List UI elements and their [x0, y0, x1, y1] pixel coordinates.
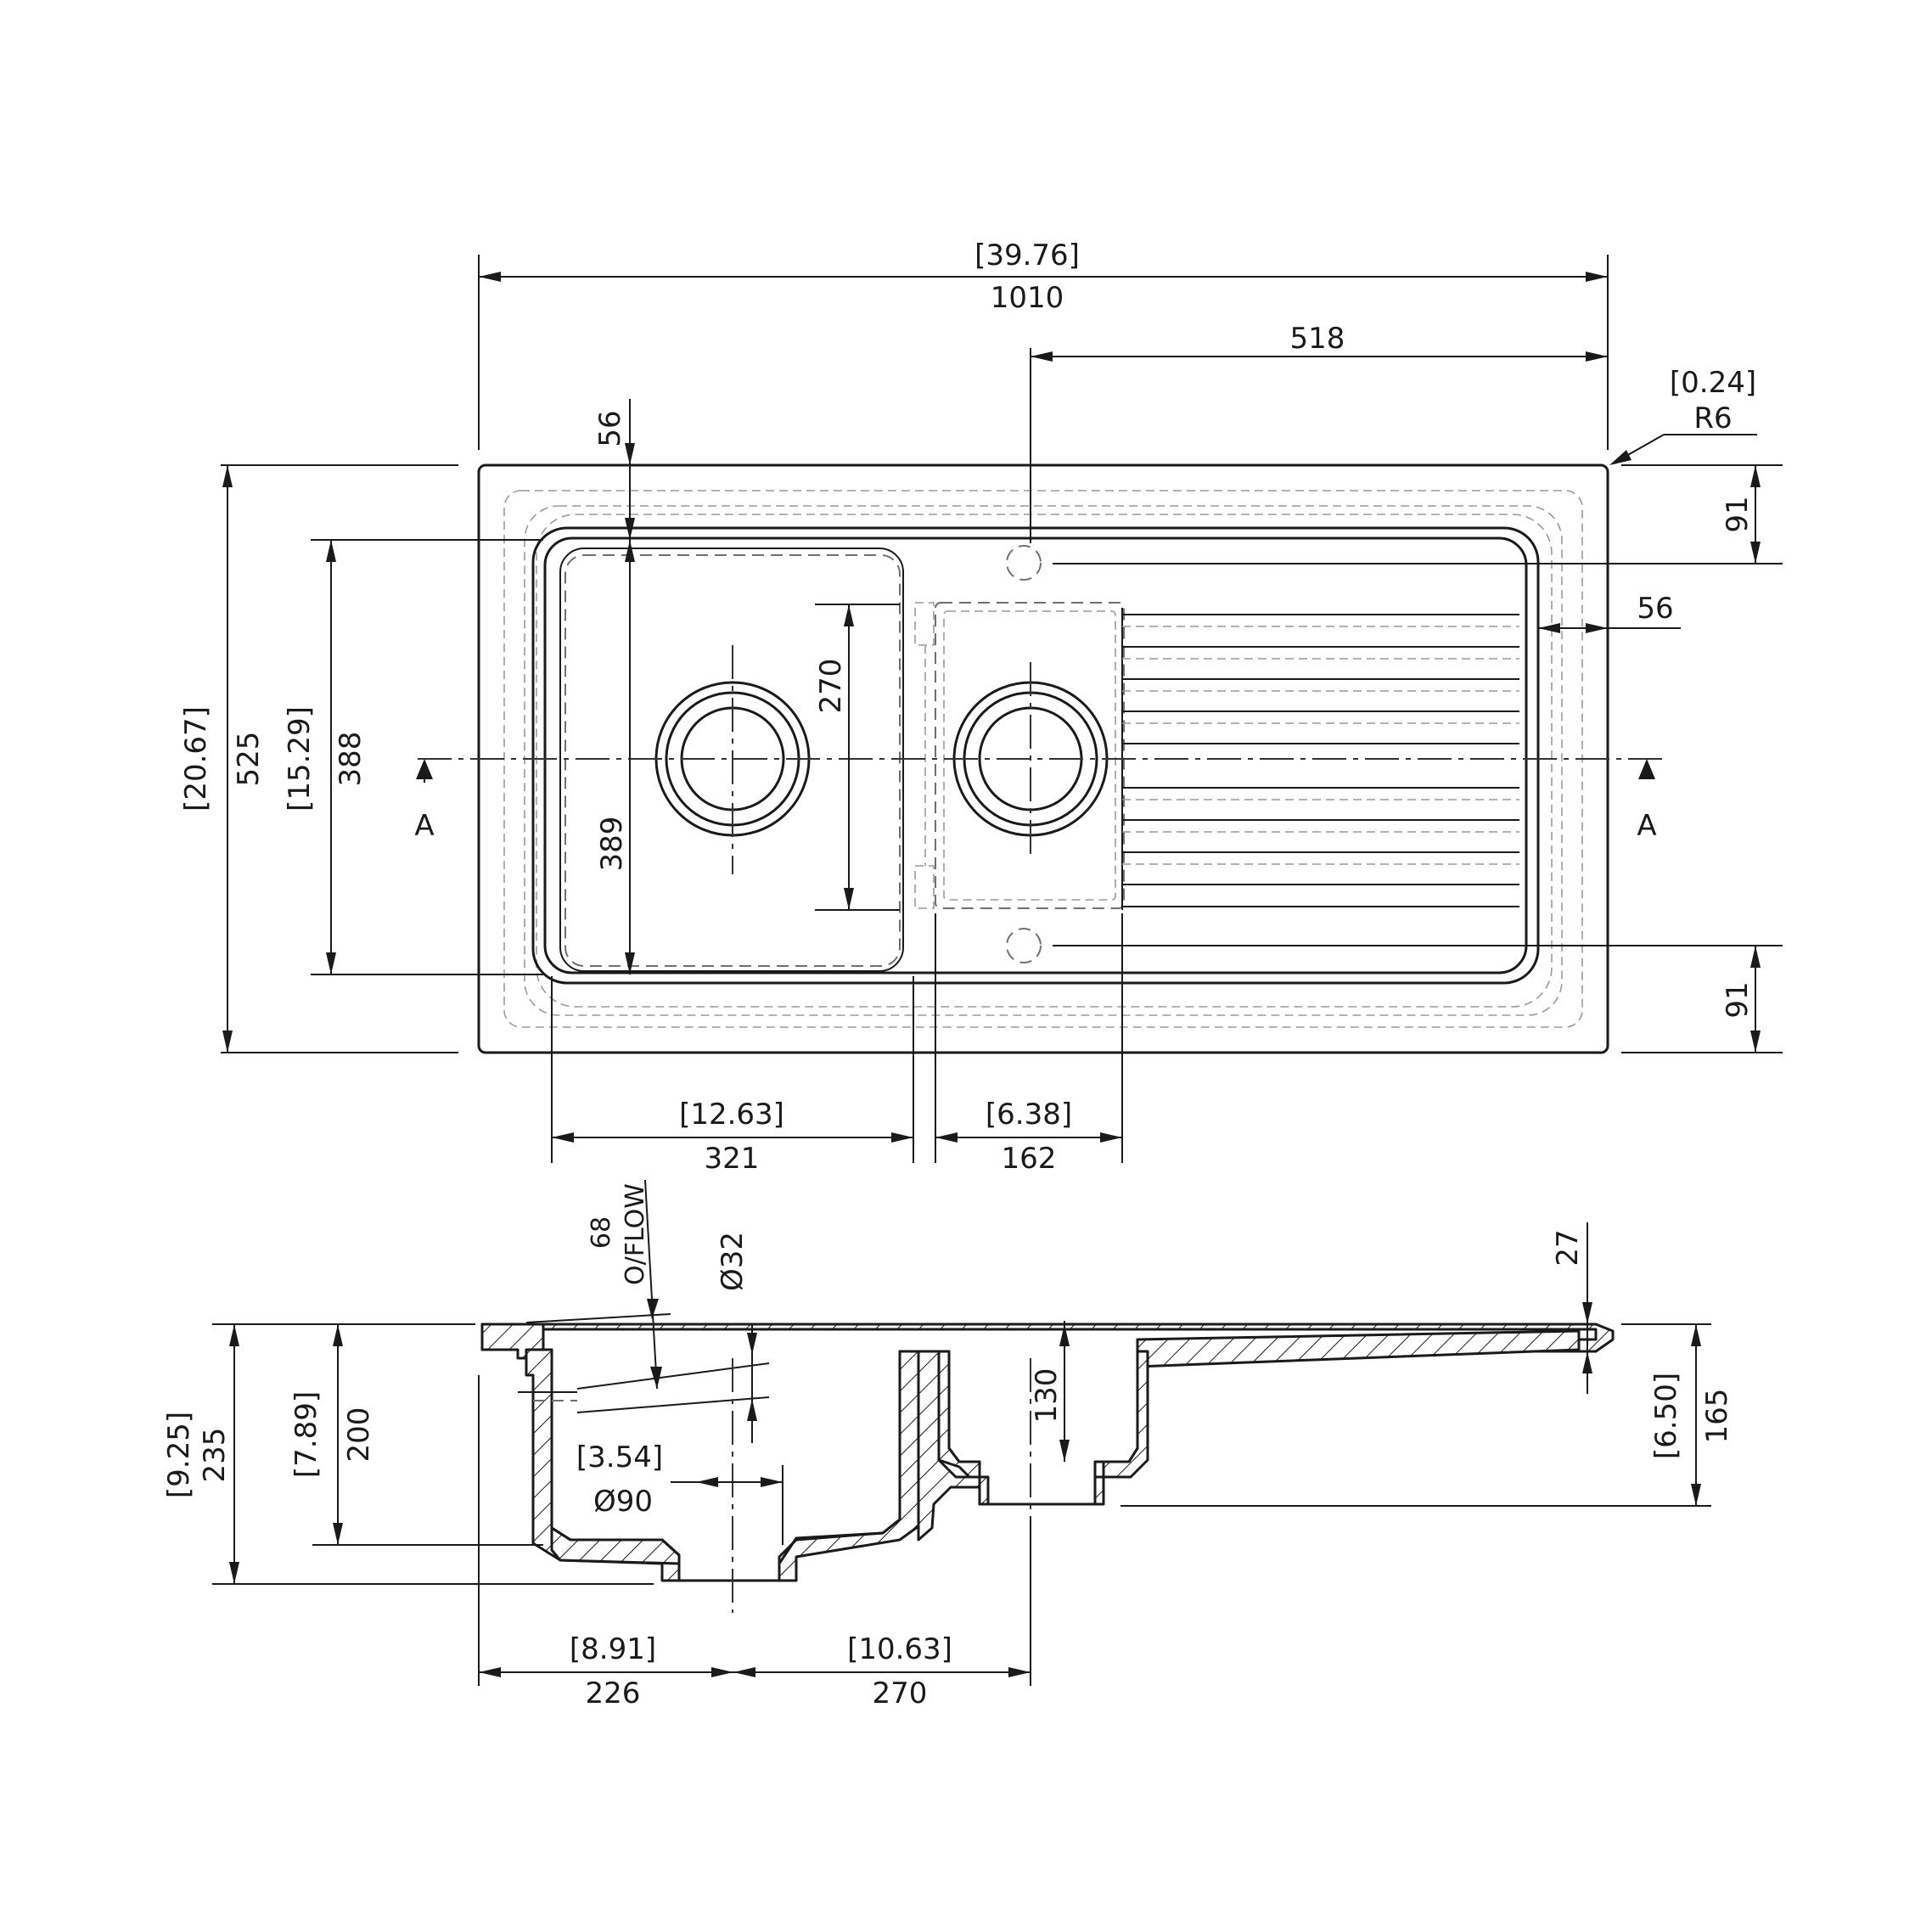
tap-hole-top-icon — [1006, 545, 1042, 581]
drain-diameter-in: [3.54] — [576, 1441, 663, 1474]
overall-depth-mm: 525 — [232, 732, 266, 787]
overall-width-in: [39.76] — [974, 239, 1080, 272]
small-bowl-height-mm: 270 — [814, 659, 848, 714]
half-bowl-depth-mm: 130 — [1030, 1368, 1064, 1424]
bowl-width-in: [12.63] — [679, 1098, 784, 1132]
total-height-mm: 235 — [198, 1428, 232, 1483]
overall-width-mm: 1010 — [991, 281, 1064, 315]
drainer-rise-mm: 27 — [1551, 1229, 1585, 1266]
top-margin-mm: 56 — [593, 410, 627, 446]
half-bowl-width-mm: 162 — [1002, 1142, 1057, 1176]
left-offset-in: [8.91] — [570, 1632, 656, 1666]
corner-radius-mm: R6 — [1693, 402, 1732, 435]
inner-recess — [531, 526, 1540, 985]
drain-offset-mm: 518 — [1290, 322, 1345, 356]
rim-bottom-mm: 91 — [1721, 981, 1755, 1018]
tap-hole-diameter: Ø32 — [716, 1232, 750, 1291]
overall-depth-in: [20.67] — [179, 706, 213, 812]
section-mark-right: A — [1637, 809, 1656, 843]
tap-hole-bottom-icon — [1006, 928, 1042, 963]
plan-view: [39.76] 1010 518 [0.24] R6 56 91 91 56 — [179, 239, 1783, 1176]
corner-radius-in: [0.24] — [1670, 366, 1756, 400]
section-mark-left: A — [414, 809, 434, 843]
left-offset-mm: 226 — [586, 1676, 641, 1710]
half-bowl-outline — [935, 602, 1125, 909]
bowl-inner-mm: 389 — [595, 817, 629, 872]
drainer-grooves — [1121, 608, 1519, 910]
right-height-mm: 165 — [1700, 1389, 1734, 1444]
bowl-depth-mm: 388 — [334, 732, 368, 787]
right-height-in: [6.50] — [1649, 1373, 1683, 1459]
total-height-in: [9.25] — [162, 1412, 196, 1498]
bowl-height-mm: 200 — [342, 1407, 376, 1463]
mid-offset-in: [10.63] — [847, 1632, 952, 1666]
overflow-label: O/FLOW — [621, 1183, 650, 1285]
drain-diameter-mm: Ø90 — [593, 1485, 653, 1519]
side-margin-mm: 56 — [1637, 592, 1673, 626]
rim-top-mm: 91 — [1721, 496, 1755, 532]
bowl-depth-in: [15.29] — [283, 706, 317, 812]
mid-offset-mm: 270 — [873, 1676, 928, 1710]
overflow-size: 68 — [587, 1216, 616, 1249]
bowl-height-in: [7.89] — [289, 1391, 323, 1478]
half-bowl-width-in: [6.38] — [986, 1098, 1072, 1132]
bowl-width-mm: 321 — [705, 1142, 760, 1176]
section-view: 27 130 68 O/FLOW Ø32 [3.54] Ø90 [9.25] 2… — [162, 1179, 1734, 1710]
